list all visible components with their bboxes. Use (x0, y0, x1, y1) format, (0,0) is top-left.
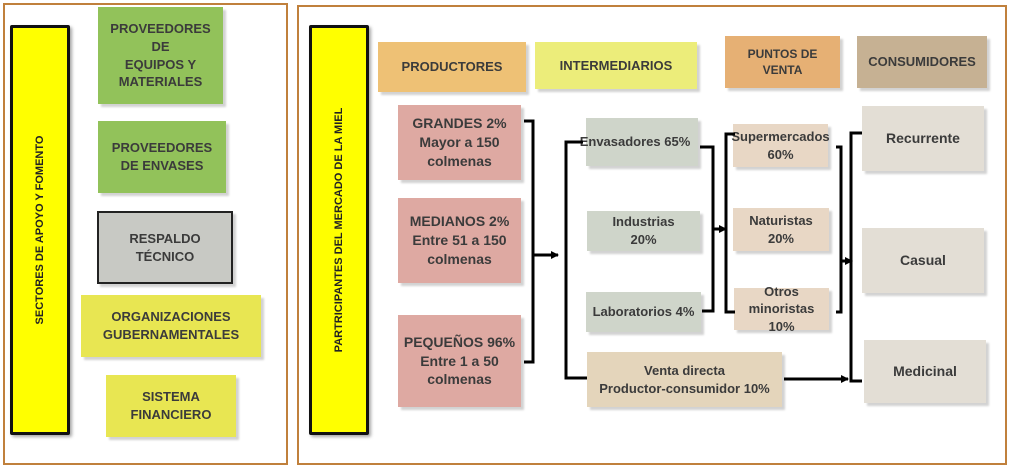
government-orgs-label: ORGANIZACIONES GUBERNAMENTALES (102, 309, 240, 342)
producer-pequenos-box: PEQUEÑOS 96% Entre 1 a 50 colmenas (398, 315, 521, 407)
consumer-casual-box: Casual (862, 228, 984, 293)
support-sectors-title: SECTORES DE APOYO Y FOMENTO (34, 135, 46, 325)
outlet-supermercados-label: Supermercados 60% (731, 128, 830, 162)
intermediary-envasadores-label: Envasadores 65% (579, 134, 691, 150)
market-participants-title-bar: PARTRICIPANTES DEL MERCADO DE LA MIEL (309, 25, 369, 435)
intermediary-industrias-label: Industrias 20% (612, 214, 675, 247)
intermediary-envasadores-box: Envasadores 65% (580, 118, 698, 166)
financial-system-box: SISTEMA FINANCIERO (106, 375, 236, 437)
producer-medianos-label: MEDIANOS 2% Entre 51 a 150 colmenas (409, 213, 510, 267)
consumer-recurrente-box: Recurrente (862, 106, 984, 171)
packaging-suppliers-box: PROVEEDORES DE ENVASES (98, 121, 226, 193)
header-productores: PRODUCTORES (378, 42, 526, 92)
equipment-suppliers-label: PROVEEDORES DE EQUIPOS Y MATERIALES (110, 21, 211, 90)
government-orgs-box: ORGANIZACIONES GUBERNAMENTALES (81, 295, 261, 357)
technical-support-box: RESPALDO TÉCNICO (97, 211, 233, 284)
intermediary-laboratorios-label: Laboratorios 4% (592, 304, 695, 320)
header-intermediarios: INTERMEDIARIOS (535, 42, 697, 89)
outlet-otros-label: Otros minoristas 10% (748, 283, 815, 334)
outlet-supermercados-box: Supermercados 60% (731, 124, 830, 167)
header-productores-label: PRODUCTORES (401, 59, 503, 75)
consumer-medicinal-box: Medicinal (864, 340, 986, 403)
header-intermediarios-label: INTERMEDIARIOS (559, 57, 673, 73)
outlet-naturistas-box: Naturistas 20% (733, 208, 829, 251)
direct-sale-box: Venta directa Productor-consumidor 10% (587, 352, 782, 407)
market-participants-title: PARTRICIPANTES DEL MERCADO DE LA MIEL (333, 107, 345, 353)
consumer-recurrente-label: Recurrente (886, 130, 960, 147)
header-consumidores: CONSUMIDORES (857, 36, 987, 88)
intermediary-industrias-box: Industrias 20% (587, 211, 700, 251)
producer-medianos-box: MEDIANOS 2% Entre 51 a 150 colmenas (398, 198, 521, 283)
header-puntos-venta-label: PUNTOS DE VENTA (747, 46, 818, 77)
direct-sale-label: Venta directa Productor-consumidor 10% (599, 362, 770, 396)
producer-grandes-label: GRANDES 2% Mayor a 150 colmenas (412, 115, 507, 169)
header-consumidores-label: CONSUMIDORES (868, 54, 976, 70)
support-sectors-title-bar: SECTORES DE APOYO Y FOMENTO (10, 25, 70, 435)
producer-grandes-box: GRANDES 2% Mayor a 150 colmenas (398, 105, 521, 180)
outlet-naturistas-label: Naturistas 20% (749, 212, 813, 246)
consumer-casual-label: Casual (900, 252, 946, 269)
intermediary-laboratorios-box: Laboratorios 4% (586, 292, 701, 332)
header-puntos-venta: PUNTOS DE VENTA (725, 36, 840, 88)
technical-support-label: RESPALDO TÉCNICO (129, 230, 201, 264)
outlet-otros-box: Otros minoristas 10% (734, 284, 829, 334)
equipment-suppliers-box: PROVEEDORES DE EQUIPOS Y MATERIALES (98, 7, 223, 104)
consumer-medicinal-label: Medicinal (893, 363, 957, 380)
packaging-suppliers-label: PROVEEDORES DE ENVASES (111, 140, 213, 173)
financial-system-label: SISTEMA FINANCIERO (130, 389, 212, 422)
producer-pequenos-label: PEQUEÑOS 96% Entre 1 a 50 colmenas (403, 333, 516, 388)
